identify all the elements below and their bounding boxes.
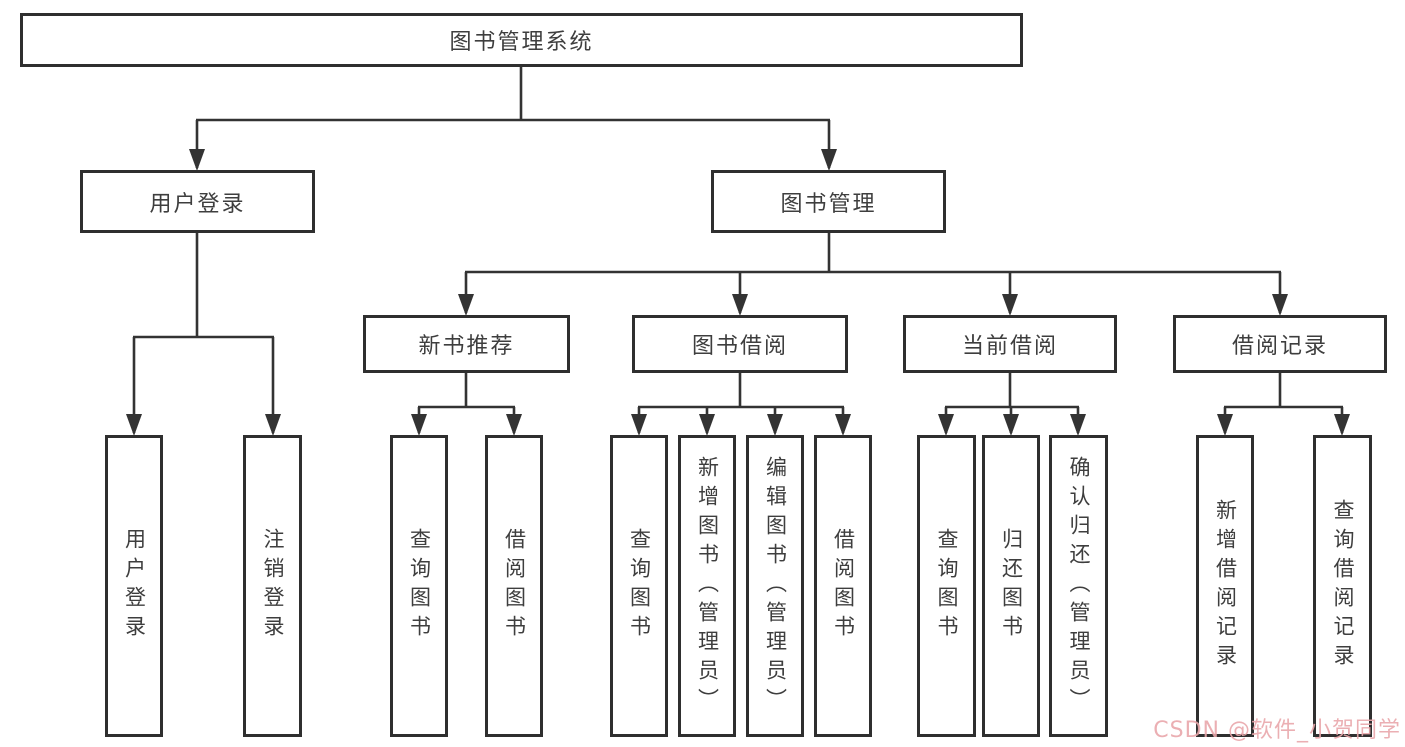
leaf-borrow-books-recommend: 借阅图书 <box>485 435 543 737</box>
node-library-management-system: 图书管理系统 <box>20 13 1023 67</box>
leaf-query-borrow-record: 查询借阅记录 <box>1313 435 1372 737</box>
leaf-query-books-current: 查询图书 <box>917 435 976 737</box>
leaf-return-books: 归还图书 <box>982 435 1040 737</box>
leaf-label: 查询图书 <box>407 528 432 644</box>
leaf-label: 查询借阅记录 <box>1331 499 1356 673</box>
node-book-borrowing: 图书借阅 <box>632 315 848 373</box>
node-current-borrowing: 当前借阅 <box>903 315 1117 373</box>
node-new-book-recommend: 新书推荐 <box>363 315 570 373</box>
leaf-label: 查询图书 <box>935 528 960 644</box>
leaf-label: 借阅图书 <box>831 528 856 644</box>
leaf-label: 用户登录 <box>122 528 147 644</box>
leaf-borrow-books: 借阅图书 <box>814 435 872 737</box>
leaf-label: 查询图书 <box>627 528 652 644</box>
leaf-user-login: 用户登录 <box>105 435 163 737</box>
leaf-logout: 注销登录 <box>243 435 302 737</box>
leaf-edit-books-admin: 编辑图书（管理员） <box>746 435 804 737</box>
leaf-label: 借阅图书 <box>502 528 527 644</box>
leaf-label: 新增图书（管理员） <box>695 455 720 717</box>
leaf-label: 注销登录 <box>261 528 286 644</box>
leaf-label: 确认归还（管理员） <box>1067 455 1092 717</box>
node-borrowing-records: 借阅记录 <box>1173 315 1387 373</box>
leaf-label: 编辑图书（管理员） <box>763 455 788 717</box>
node-user-login: 用户登录 <box>80 170 315 233</box>
leaf-query-books-borrowing: 查询图书 <box>610 435 668 737</box>
leaf-confirm-return-admin: 确认归还（管理员） <box>1049 435 1108 737</box>
leaf-add-borrow-record: 新增借阅记录 <box>1196 435 1254 737</box>
leaf-label: 新增借阅记录 <box>1213 499 1238 673</box>
leaf-query-books-recommend: 查询图书 <box>390 435 448 737</box>
csdn-watermark: CSDN @软件_小贺同学 <box>1153 718 1401 743</box>
node-book-management: 图书管理 <box>711 170 946 233</box>
leaf-add-books-admin: 新增图书（管理员） <box>678 435 736 737</box>
leaf-label: 归还图书 <box>999 528 1024 644</box>
